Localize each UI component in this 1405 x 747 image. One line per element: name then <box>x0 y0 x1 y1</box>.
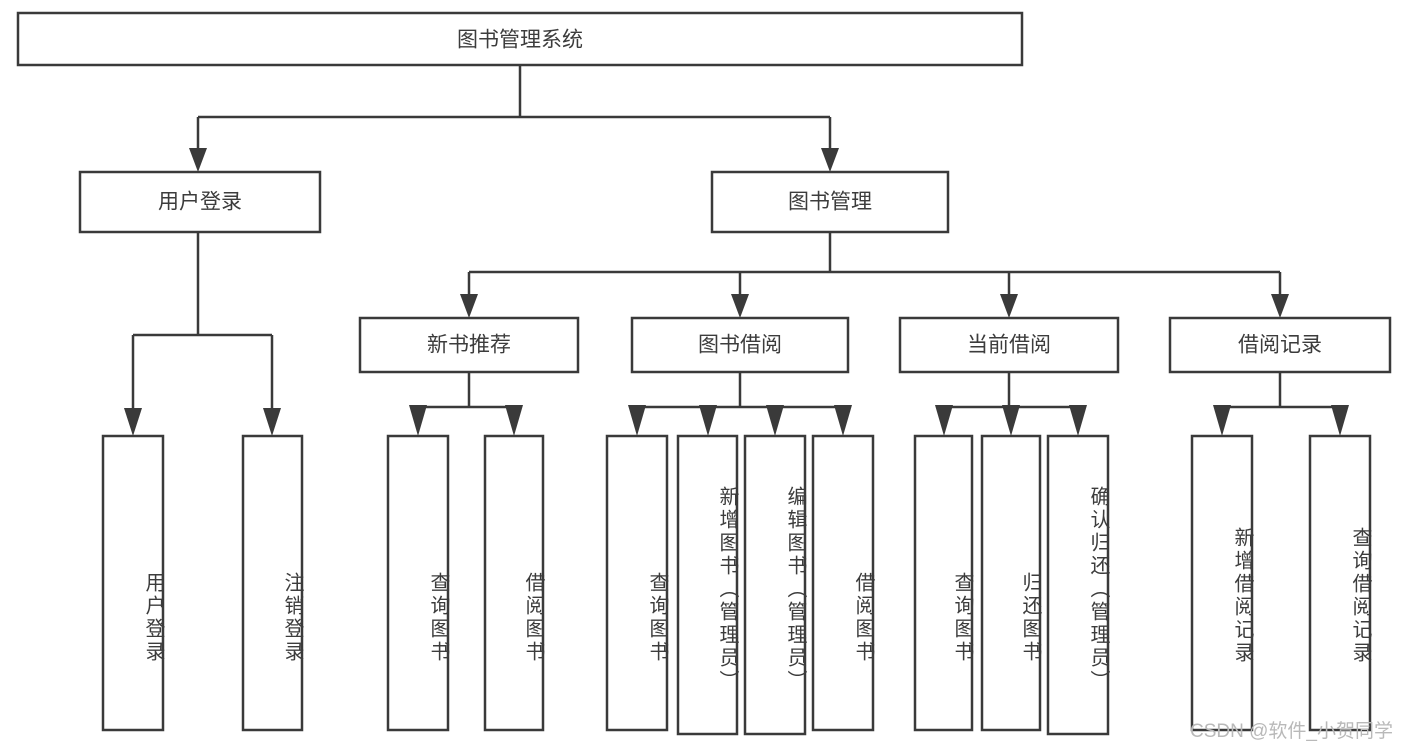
node-root[interactable]: 图书管理系统 <box>16 11 1024 67</box>
arrow-head-leaf-query-record <box>1331 405 1349 436</box>
leaf-add-book-box[interactable] <box>676 434 739 736</box>
arrow-head-leaf-query-book-3 <box>935 405 953 436</box>
node-book-borrow[interactable]: 图书借阅 <box>630 316 850 374</box>
leaf-query-record-label: 查询借阅记录 <box>1349 527 1371 665</box>
arrow-head-leaf-edit-book <box>766 405 784 436</box>
leaf-borrow-book-2-box[interactable] <box>811 434 875 732</box>
node-user-login-box[interactable] <box>78 170 322 234</box>
arrow-head-book-manage <box>821 148 839 172</box>
node-root-box[interactable] <box>16 11 1024 67</box>
arrow-head-current-borrow <box>1000 294 1018 318</box>
leaf-add-book-label: 新增图书（管理员） <box>716 485 738 693</box>
node-user-login-label: 用户登录 <box>158 191 242 214</box>
node-borrow-record-box[interactable] <box>1168 316 1392 374</box>
connector-user-login-to-leaves <box>124 232 281 436</box>
connector-book-manage-to-level3 <box>460 232 1289 318</box>
arrow-head-leaf-add-record <box>1213 405 1231 436</box>
leaf-confirm-return-box[interactable] <box>1046 434 1110 736</box>
leaf-edit-book-label: 编辑图书（管理员） <box>784 485 806 693</box>
node-new-book-recommend[interactable]: 新书推荐 <box>358 316 580 374</box>
node-user-login[interactable]: 用户登录 <box>78 170 322 234</box>
leaf-return-book-box[interactable] <box>980 434 1042 732</box>
node-new-book-recommend-label: 新书推荐 <box>427 334 511 357</box>
arrow-head-leaf-borrow-book-2 <box>834 405 852 436</box>
connector-borrow-record-to-leaves <box>1213 372 1349 436</box>
leaf-query-record-box[interactable] <box>1308 434 1372 732</box>
leaf-add-record-label: 新增借阅记录 <box>1231 527 1253 665</box>
node-current-borrow-box[interactable] <box>898 316 1120 374</box>
arrow-head-leaf-query-book-1 <box>409 405 427 436</box>
arrow-head-leaf-logout <box>263 408 281 436</box>
connector-current-borrow-to-leaves <box>935 372 1087 436</box>
leaf-edit-book-box[interactable] <box>743 434 807 736</box>
node-book-manage-box[interactable] <box>710 170 950 234</box>
arrow-head-leaf-confirm-return <box>1069 405 1087 436</box>
arrow-head-leaf-return-book <box>1002 405 1020 436</box>
leaf-query-book-3-label: 查询图书 <box>951 571 973 664</box>
leaf-user-login-label: 用户登录 <box>142 571 164 664</box>
arrow-head-borrow-record <box>1271 294 1289 318</box>
leaf-query-book-1-box[interactable] <box>386 434 450 732</box>
node-book-manage-label: 图书管理 <box>788 191 872 214</box>
leaf-add-record-box[interactable] <box>1190 434 1254 732</box>
connector-book-borrow-to-leaves <box>628 372 852 436</box>
node-current-borrow-label: 当前借阅 <box>967 334 1051 357</box>
node-borrow-record[interactable]: 借阅记录 <box>1168 316 1392 374</box>
arrow-head-leaf-add-book <box>699 405 717 436</box>
node-root-label: 图书管理系统 <box>457 29 583 52</box>
connector-new-book-recommend-to-leaves <box>409 372 523 436</box>
leaf-borrow-book-1-label: 借阅图书 <box>522 571 544 664</box>
arrow-head-leaf-borrow-book-1 <box>505 405 523 436</box>
connector-root-to-level2 <box>189 65 839 172</box>
arrow-head-user-login <box>189 148 207 172</box>
leaf-query-book-2-box[interactable] <box>605 434 669 732</box>
node-borrow-record-label: 借阅记录 <box>1238 334 1322 357</box>
arrow-head-leaf-user-login <box>124 408 142 436</box>
leaf-query-book-2-label: 查询图书 <box>646 571 668 664</box>
arrow-head-book-borrow <box>731 294 749 318</box>
node-new-book-recommend-box[interactable] <box>358 316 580 374</box>
node-book-borrow-box[interactable] <box>630 316 850 374</box>
leaf-query-book-3-box[interactable] <box>913 434 974 732</box>
leaf-user-login-box[interactable] <box>101 434 165 732</box>
leaf-query-book-1-label: 查询图书 <box>427 571 449 664</box>
arrow-head-new-book-recommend <box>460 294 478 318</box>
node-current-borrow[interactable]: 当前借阅 <box>898 316 1120 374</box>
leaf-logout-label: 注销登录 <box>281 571 303 664</box>
arrow-head-leaf-query-book-2 <box>628 405 646 436</box>
leaf-borrow-book-2-label: 借阅图书 <box>852 571 874 664</box>
node-book-borrow-label: 图书借阅 <box>698 334 782 357</box>
node-book-manage[interactable]: 图书管理 <box>710 170 950 234</box>
leaf-confirm-return-label: 确认归还（管理员） <box>1087 485 1109 693</box>
leaf-borrow-book-1-box[interactable] <box>483 434 545 732</box>
leaf-logout-box[interactable] <box>241 434 304 732</box>
leaf-boxes <box>101 434 1372 736</box>
leaf-return-book-label: 归还图书 <box>1019 571 1041 664</box>
